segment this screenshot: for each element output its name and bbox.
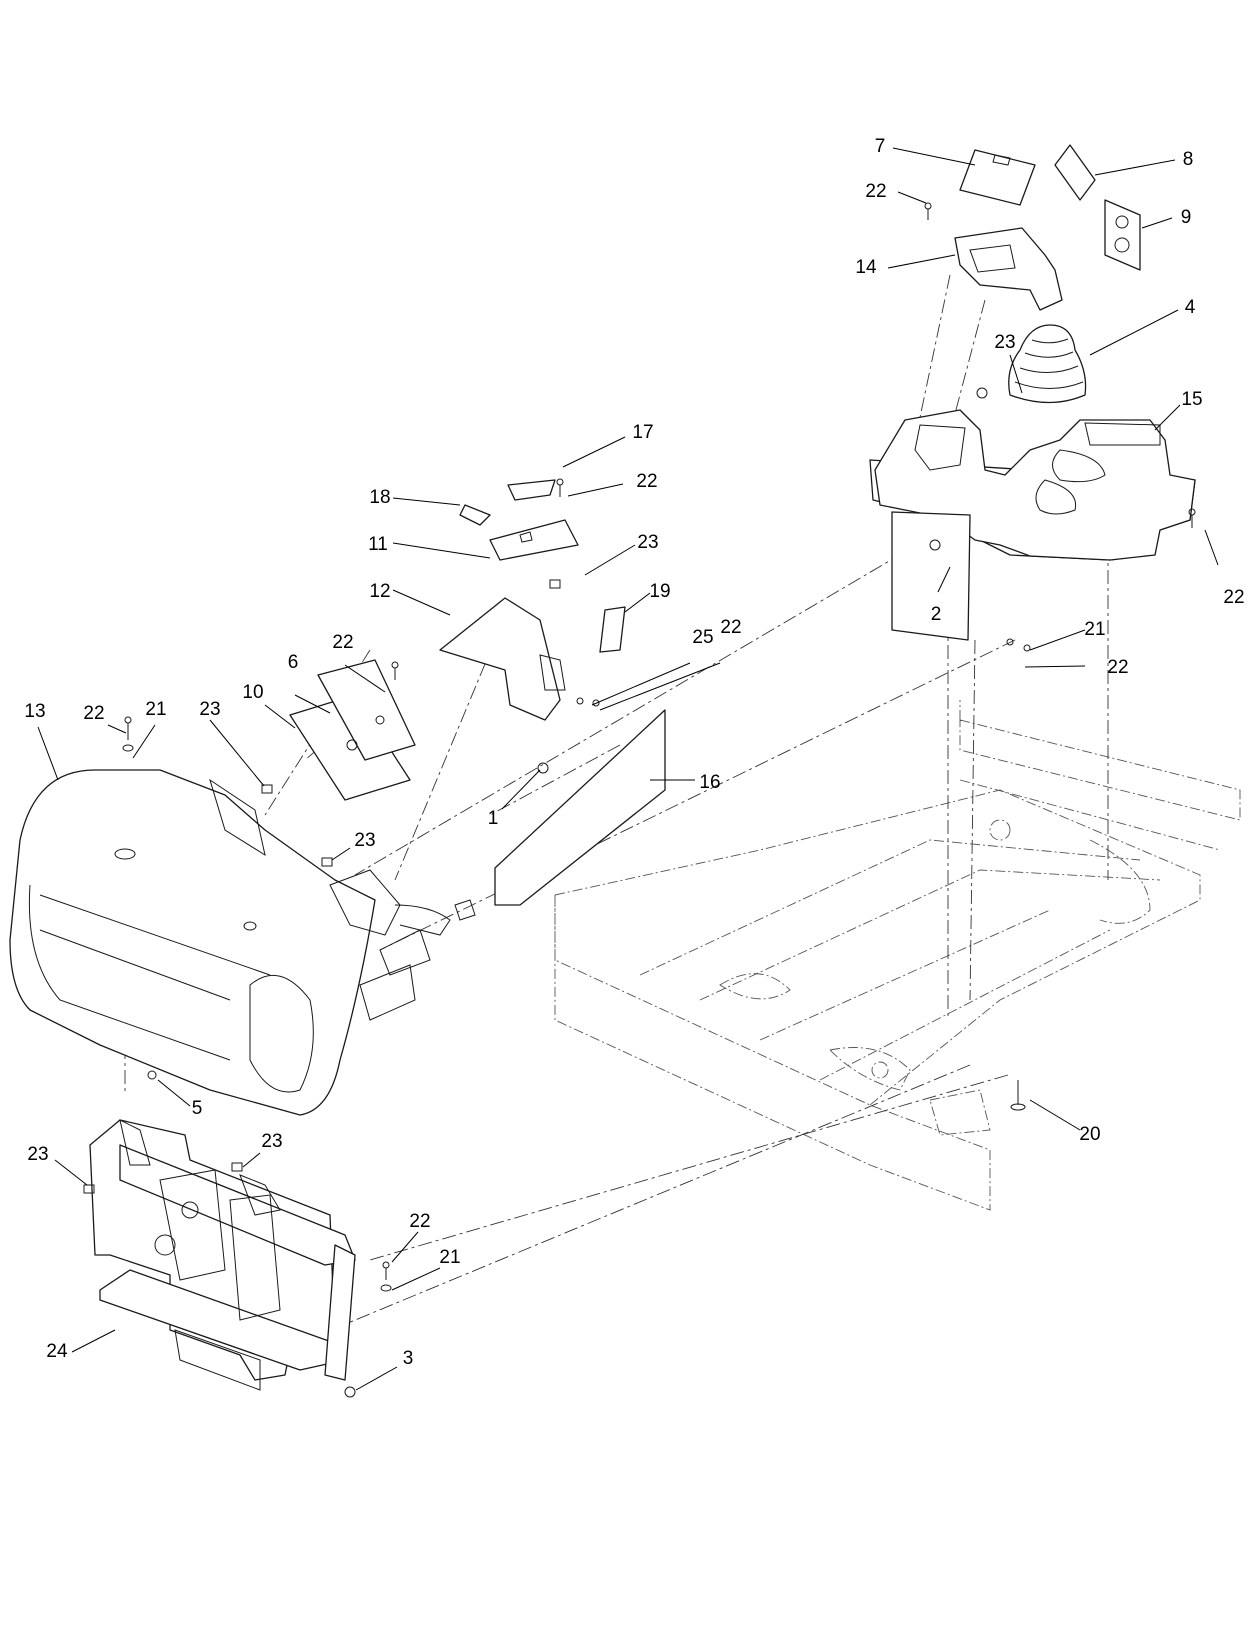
callout-22: 22 bbox=[1107, 657, 1128, 678]
callout-22: 22 bbox=[636, 471, 657, 492]
callout-22: 22 bbox=[332, 632, 353, 653]
callout-21: 21 bbox=[1084, 619, 1105, 640]
chassis-frame-phantom bbox=[554, 700, 1241, 1211]
top-plate-assembly bbox=[954, 144, 1141, 311]
hardware bbox=[83, 202, 1196, 1398]
dash-assembly bbox=[439, 479, 626, 721]
callout-3: 3 bbox=[403, 1348, 414, 1369]
callout-23: 23 bbox=[261, 1131, 282, 1152]
callout-15: 15 bbox=[1181, 389, 1202, 410]
callout-labels: 7 8 22 9 14 4 23 15 17 22 18 11 23 12 19… bbox=[24, 136, 1244, 1369]
hood bbox=[9, 769, 376, 1116]
callout-9: 9 bbox=[1181, 207, 1192, 228]
callout-14: 14 bbox=[855, 257, 877, 278]
callout-8: 8 bbox=[1183, 149, 1194, 170]
callout-21: 21 bbox=[145, 699, 166, 720]
linkage-assembly bbox=[329, 869, 476, 1021]
callout-23: 23 bbox=[27, 1144, 48, 1165]
callout-19: 19 bbox=[649, 581, 670, 602]
console-shroud bbox=[869, 409, 1196, 641]
callout-6: 6 bbox=[288, 652, 299, 673]
callout-22: 22 bbox=[409, 1211, 430, 1232]
callout-22: 22 bbox=[1223, 587, 1244, 608]
callout-16: 16 bbox=[699, 772, 720, 793]
callout-13: 13 bbox=[24, 701, 45, 722]
callout-23: 23 bbox=[354, 830, 375, 851]
callout-23: 23 bbox=[637, 532, 658, 553]
callout-17: 17 bbox=[632, 422, 653, 443]
callout-2: 2 bbox=[931, 604, 942, 625]
callout-20: 20 bbox=[1079, 1124, 1100, 1145]
callout-11: 11 bbox=[368, 534, 388, 555]
leader-lines bbox=[37, 147, 1219, 1391]
callout-23: 23 bbox=[994, 332, 1015, 353]
hood-plates bbox=[289, 659, 416, 801]
front-frame bbox=[89, 1119, 356, 1391]
callout-22: 22 bbox=[83, 703, 104, 724]
shift-boot bbox=[1008, 324, 1087, 404]
callout-1: 1 bbox=[488, 808, 499, 829]
callout-4: 4 bbox=[1185, 297, 1196, 318]
callout-23: 23 bbox=[199, 699, 220, 720]
callout-7: 7 bbox=[875, 136, 886, 157]
callout-24: 24 bbox=[46, 1341, 68, 1362]
side-panel bbox=[494, 709, 666, 906]
callout-10: 10 bbox=[242, 682, 263, 703]
callout-5: 5 bbox=[192, 1098, 203, 1119]
callout-18: 18 bbox=[369, 487, 390, 508]
callout-22: 22 bbox=[865, 181, 886, 202]
callout-25: 25 bbox=[692, 627, 713, 648]
callout-21: 21 bbox=[439, 1247, 460, 1268]
callout-22: 22 bbox=[720, 617, 741, 638]
callout-12: 12 bbox=[369, 581, 390, 602]
